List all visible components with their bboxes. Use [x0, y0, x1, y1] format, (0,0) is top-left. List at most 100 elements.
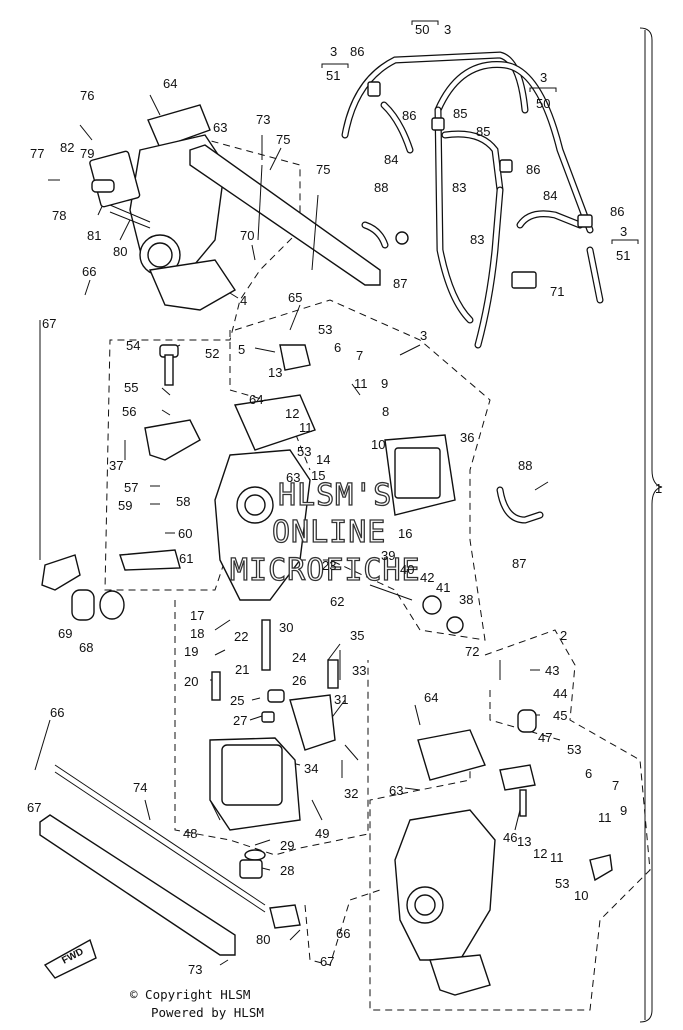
callout: 86 — [526, 162, 540, 177]
group-indicators — [321, 20, 639, 244]
callout: 85 — [476, 124, 490, 139]
callout: 63 — [389, 783, 403, 798]
callout: 72 — [465, 644, 479, 659]
callout: 66 — [82, 264, 96, 279]
callout: 60 — [178, 526, 192, 541]
callout: 24 — [292, 650, 306, 665]
forward-arrow: FWD — [43, 938, 97, 979]
callout: 17 — [190, 608, 204, 623]
callout: 87 — [393, 276, 407, 291]
callout: 31 — [334, 692, 348, 707]
callout: 66 — [336, 926, 350, 941]
callout: 48 — [183, 826, 197, 841]
leader-lines — [34, 30, 646, 1020]
callout: 32 — [344, 786, 358, 801]
callout: 81 — [87, 228, 101, 243]
callout: 59 — [118, 498, 132, 513]
callout: 7 — [612, 778, 619, 793]
callout: 29 — [280, 838, 294, 853]
callout: 57 — [124, 480, 138, 495]
callout: 77 — [30, 146, 44, 161]
callout: 1 — [655, 481, 662, 496]
callout: 71 — [550, 284, 564, 299]
callout: 43 — [545, 663, 559, 678]
callout: 16 — [398, 526, 412, 541]
float-bowl — [209, 619, 359, 879]
callout: 10 — [371, 437, 385, 452]
callout: 15 — [311, 468, 325, 483]
callout: 75 — [316, 162, 330, 177]
assembly-bracket — [639, 27, 663, 1023]
callout: 35 — [350, 628, 364, 643]
callout: 52 — [205, 346, 219, 361]
callout: 67 — [42, 316, 56, 331]
callout: 3 — [420, 328, 427, 343]
callout: 73 — [256, 112, 270, 127]
callout: 40 — [400, 562, 414, 577]
callout: 83 — [452, 180, 466, 195]
callout: 14 — [316, 452, 330, 467]
callout: 21 — [235, 662, 249, 677]
callout: 65 — [288, 290, 302, 305]
callout: 46 — [503, 830, 517, 845]
callout: 11 — [354, 376, 368, 391]
carburetor-bottom — [394, 709, 613, 996]
callout: 67 — [320, 954, 334, 969]
callout: 10 — [574, 888, 588, 903]
callout: 87 — [512, 556, 526, 571]
callout: 27 — [233, 713, 247, 728]
callout: 61 — [179, 551, 193, 566]
callout: 80 — [256, 932, 270, 947]
callout: 86 — [402, 108, 416, 123]
callout: 88 — [374, 180, 388, 195]
carburetor-center — [119, 344, 464, 634]
throttle-spring-assembly — [41, 554, 125, 621]
callout: 51 — [616, 248, 630, 263]
callout: 2 — [560, 628, 567, 643]
callout: 3 — [444, 22, 451, 37]
callout: 53 — [297, 444, 311, 459]
callout: 7 — [356, 348, 363, 363]
connecting-rail-top — [189, 144, 381, 286]
callout: 55 — [124, 380, 138, 395]
callout: 67 — [27, 800, 41, 815]
callout: 56 — [122, 404, 136, 419]
callout: 3 — [620, 224, 627, 239]
callout: 36 — [460, 430, 474, 445]
callout: 20 — [184, 674, 198, 689]
callout: 50 — [415, 22, 429, 37]
carburetor-top — [89, 104, 236, 311]
callout: 86 — [350, 44, 364, 59]
callout: 84 — [384, 152, 398, 167]
callout: 33 — [352, 663, 366, 678]
callout: 78 — [52, 208, 66, 223]
callout: 13 — [517, 834, 531, 849]
callout: 68 — [79, 640, 93, 655]
callout: 5 — [238, 342, 245, 357]
callout: 86 — [610, 204, 624, 219]
hose-fittings — [367, 81, 593, 289]
callout: 3 — [540, 70, 547, 85]
callout: 49 — [315, 826, 329, 841]
callout: 11 — [598, 810, 612, 825]
callout: 9 — [381, 376, 388, 391]
callout: 39 — [381, 548, 395, 563]
svg-text:ONLINE: ONLINE — [272, 515, 386, 550]
callout: 58 — [176, 494, 190, 509]
callout: 64 — [249, 392, 263, 407]
callout: 50 — [536, 96, 550, 111]
callout: 62 — [330, 594, 344, 609]
callout: 25 — [230, 693, 244, 708]
callout: 45 — [553, 708, 567, 723]
callout: 53 — [318, 322, 332, 337]
callout: 73 — [188, 962, 202, 977]
callout: 8 — [382, 404, 389, 419]
callout: 64 — [424, 690, 438, 705]
callout: 54 — [126, 338, 140, 353]
callout: 4 — [240, 293, 247, 308]
callout: 44 — [553, 686, 567, 701]
callout: 6 — [585, 766, 592, 781]
callout: 30 — [279, 620, 293, 635]
callout: 63 — [213, 120, 227, 135]
